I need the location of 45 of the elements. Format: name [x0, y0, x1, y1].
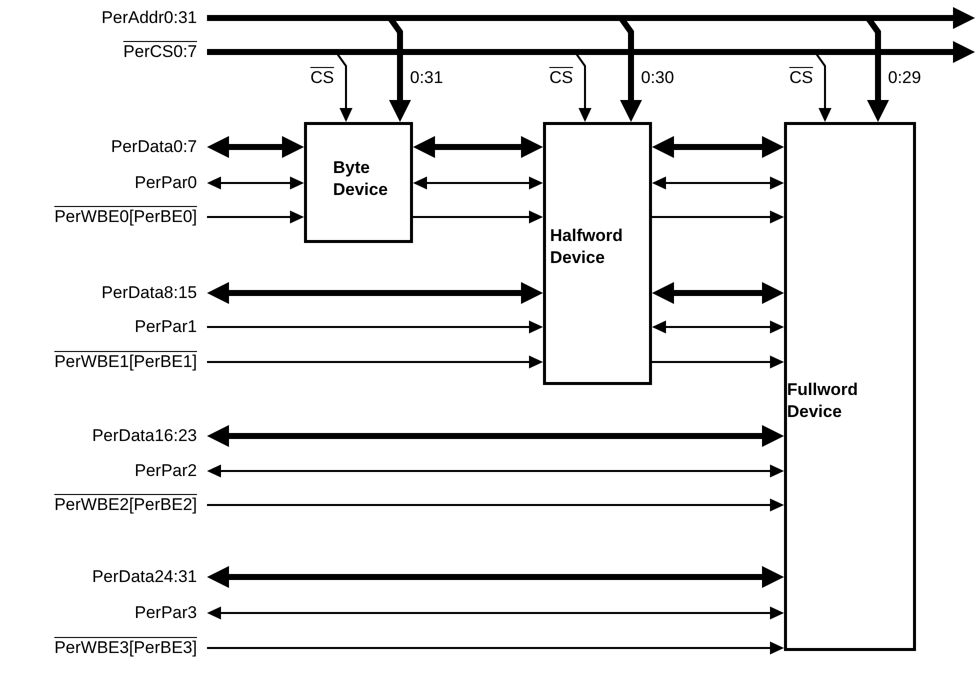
edge-label: 0:30	[641, 68, 674, 88]
signal-label: PerCS0:7	[123, 42, 197, 62]
signal-label: PerPar1	[134, 317, 197, 337]
double-arrow	[207, 566, 784, 588]
signal-label: PerData0:7	[111, 137, 197, 157]
signal-label: PerWBE2[PerBE2]	[54, 495, 197, 515]
edge-label: 0:31	[410, 68, 444, 88]
edge-label: CS	[549, 68, 573, 88]
double-arrow	[207, 176, 304, 190]
signal-label: PerPar3	[134, 603, 197, 623]
signal-label: PerWBE3[PerBE3]	[54, 638, 197, 658]
signal-label: PerData16:23	[92, 426, 197, 446]
double-arrow	[652, 176, 784, 190]
device-box: Byte Device	[304, 122, 413, 243]
signal-label: PerData24:31	[92, 567, 197, 587]
arrow	[207, 498, 784, 512]
arrow	[207, 210, 304, 224]
double-arrow	[652, 282, 784, 304]
edge-label: CS	[789, 68, 813, 88]
arrow	[652, 356, 784, 368]
signal-label: PerWBE0[PerBE0]	[54, 207, 197, 227]
double-arrow	[207, 606, 784, 620]
arrow	[207, 320, 543, 334]
edge-label: CS	[310, 68, 334, 88]
double-arrow	[207, 425, 784, 447]
double-arrow	[207, 282, 543, 304]
signal-label: PerPar2	[134, 461, 197, 481]
edge-label: 0:29	[888, 68, 922, 88]
signal-label: PerWBE1[PerBE1]	[54, 352, 197, 372]
double-arrow	[652, 320, 784, 334]
double-arrow	[413, 176, 543, 190]
signal-label: PerAddr0:31	[102, 8, 197, 28]
arrow	[207, 356, 543, 368]
signal-label: PerPar0	[134, 173, 197, 193]
double-arrow	[413, 136, 543, 158]
arrow	[207, 41, 975, 63]
device-box: Halfword Device	[543, 122, 652, 385]
device-box: Fullword Device	[784, 122, 916, 651]
arrow	[413, 210, 543, 224]
double-arrow	[207, 136, 304, 158]
double-arrow	[652, 136, 784, 158]
double-arrow	[207, 464, 784, 478]
arrow	[652, 210, 784, 224]
signal-label: PerData8:15	[102, 283, 197, 303]
arrow	[207, 642, 784, 654]
